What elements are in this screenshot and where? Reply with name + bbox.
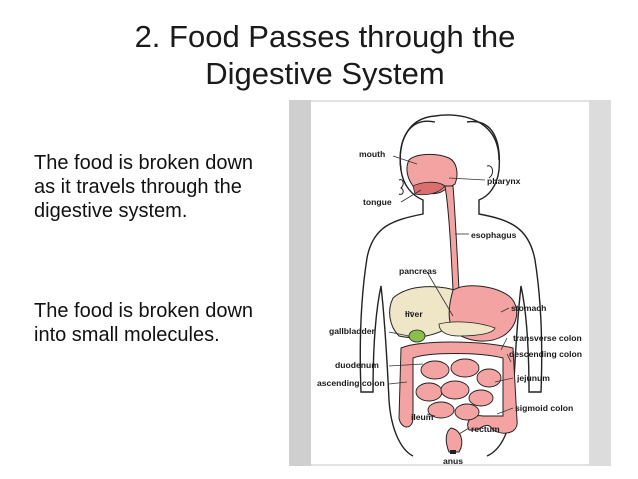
label-ileum: ileum <box>411 412 434 422</box>
head-top <box>399 114 500 171</box>
frame-left-edge <box>289 100 311 466</box>
gallbladder-shape <box>408 329 426 343</box>
label-liver: liver <box>405 309 423 319</box>
frame-right-edge <box>589 100 611 466</box>
label-ascending-colon: ascending colon <box>317 378 385 388</box>
label-descending-colon: descending colon <box>509 349 582 359</box>
diagram-svg: mouth pharynx tongue esophagus pancreas … <box>289 100 611 466</box>
label-rectum: rectum <box>471 424 500 434</box>
label-esophagus: esophagus <box>471 230 517 240</box>
digestive-system-diagram: mouth pharynx tongue esophagus pancreas … <box>289 100 611 466</box>
label-anus: anus <box>443 456 463 466</box>
label-gallbladder: gallbladder <box>329 326 375 336</box>
slide-title: 2. Food Passes through the Digestive Sys… <box>60 18 590 92</box>
paragraph-small-molecules: The food is broken down into small molec… <box>34 300 254 346</box>
anus-marker <box>450 450 456 454</box>
large-intestine <box>398 341 518 434</box>
title-line-1: 2. Food Passes through the <box>134 19 516 54</box>
label-jejunum: jejunum <box>516 373 550 383</box>
label-tongue: tongue <box>363 197 392 207</box>
label-transverse-colon: transverse colon <box>513 333 582 343</box>
lips <box>398 179 404 195</box>
small-intestine <box>415 358 502 421</box>
label-mouth: mouth <box>359 149 385 159</box>
title-line-2: Digestive System <box>205 56 445 91</box>
pancreas-shape <box>438 321 496 337</box>
label-stomach: stomach <box>511 303 546 313</box>
leader-lines <box>388 155 514 435</box>
ear <box>486 165 494 179</box>
label-sigmoid-colon: sigmoid colon <box>515 403 573 413</box>
paragraph-broken-down-travels: The food is broken down as it travels th… <box>34 152 254 222</box>
label-duodenum: duodenum <box>335 360 379 370</box>
label-pancreas: pancreas <box>399 266 437 276</box>
label-pharynx: pharynx <box>487 176 521 186</box>
